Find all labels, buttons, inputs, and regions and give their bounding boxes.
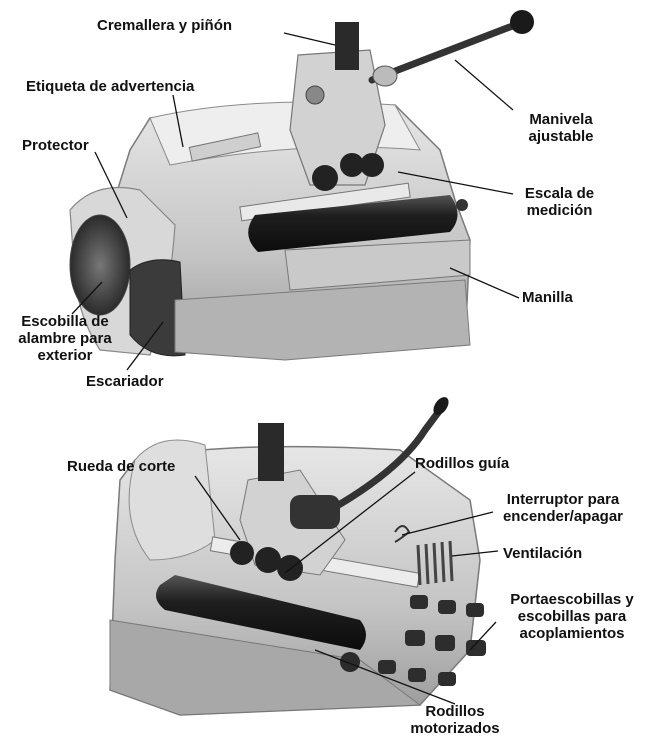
label-brush-holder: Portaescobillas y escobillas para acopla…: [492, 591, 652, 642]
label-scale-line1: Escala de: [524, 185, 595, 202]
label-switch: Interruptor para encender/apagar: [489, 491, 637, 525]
handle-collar: [372, 65, 398, 87]
label-guide-rollers: Rodillos guía: [415, 455, 510, 472]
warning-label-plate: [188, 132, 262, 162]
label-rack-pinion: Cremallera y piñón: [97, 17, 233, 34]
label-warning: Etiqueta de advertencia: [26, 78, 195, 95]
label-ventilation: Ventilación: [503, 545, 583, 562]
label-wire-brush-line3: exterior: [37, 347, 93, 364]
guide-roller-top-1: [340, 153, 364, 177]
cutter-wheel-bottom: [230, 541, 254, 565]
label-guard: Protector: [22, 137, 89, 154]
label-wire-brush-line1: Escobilla de: [21, 313, 109, 330]
label-feed-handle-line2: ajustable: [528, 128, 594, 145]
feed-handle-knob: [510, 10, 534, 34]
pinion-hub: [305, 85, 325, 105]
drive-knob-bottom: [340, 652, 360, 672]
label-feed-handle-line1: Manivela: [529, 111, 593, 128]
side-knob-top: [456, 199, 468, 211]
vent-slots-icon: [416, 540, 454, 586]
reamer-icon: [129, 259, 186, 357]
guide-roller-top-2: [360, 153, 384, 177]
top-machine: [69, 10, 534, 361]
side-handle: [284, 239, 471, 291]
label-reamer: Escariador: [86, 373, 164, 390]
bottom-handle-knob: [433, 397, 449, 415]
label-scale-line2: medición: [526, 202, 593, 219]
label-switch-line1: Interruptor para: [506, 491, 620, 508]
label-drive-rollers-line1: Rodillos: [425, 703, 485, 720]
label-brush-holder-line1: Portaescobillas y: [510, 591, 634, 608]
label-brush-holder-line2: escobillas para: [517, 608, 627, 625]
bottom-rack-icon: [258, 423, 284, 481]
cutter-wheel-top: [312, 165, 338, 191]
label-switch-line2: encender/apagar: [502, 508, 624, 525]
bottom-handle-bar: [326, 406, 444, 514]
bottom-collar: [290, 495, 340, 529]
drive-roller-top: [248, 195, 458, 252]
top-base: [174, 279, 471, 361]
guide-roller-bottom-1: [255, 547, 281, 573]
brush-holder-icon: [378, 595, 486, 686]
label-feed-handle: Manivela ajustable: [506, 111, 616, 145]
label-wire-brush: Escobilla de alambre para exterior: [5, 313, 125, 364]
label-scale: Escala de medición: [512, 185, 607, 219]
guide-roller-bottom-2: [277, 555, 303, 581]
wire-brush-icon: [69, 214, 131, 316]
bottom-base: [109, 619, 422, 716]
bottom-machine: [109, 397, 486, 716]
label-brush-holder-line3: acoplamientos: [519, 625, 625, 642]
label-cutting-wheel: Rueda de corte: [67, 458, 176, 475]
label-drive-rollers: Rodillos motorizados: [405, 703, 505, 737]
top-leader-lines: [71, 32, 520, 371]
label-wire-brush-line2: alambre para: [18, 330, 112, 347]
carriage-tower: [289, 49, 386, 186]
bottom-leader-lines: [194, 471, 499, 705]
label-handle: Manilla: [522, 289, 573, 306]
bottom-guard: [128, 439, 216, 561]
power-switch-icon: [394, 525, 411, 543]
label-drive-rollers-line2: motorizados: [410, 720, 500, 737]
rack-icon: [335, 22, 359, 70]
drive-roller-bottom: [156, 575, 366, 650]
